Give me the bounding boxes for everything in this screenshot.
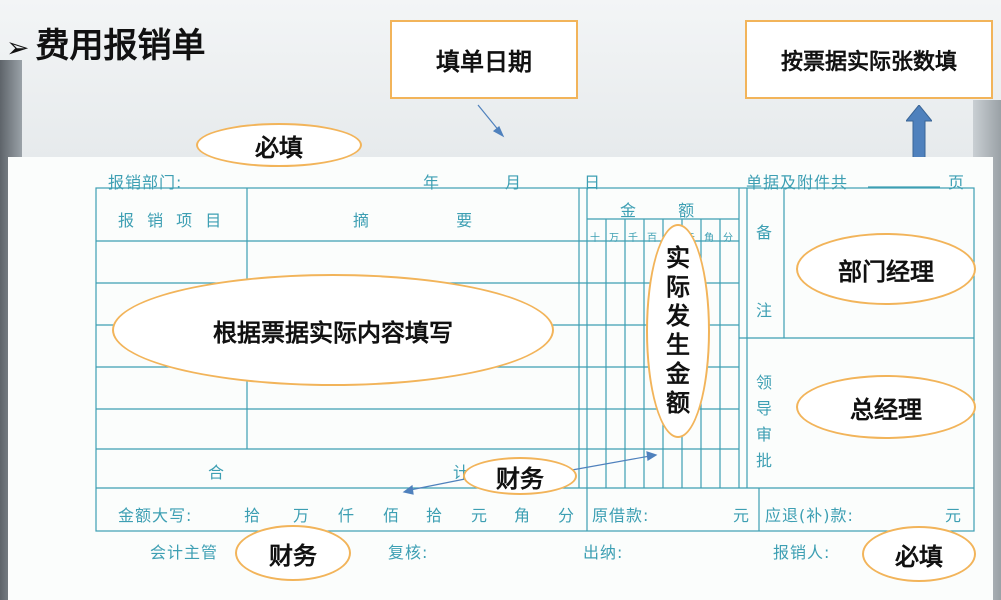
bullet-arrow-icon: ➢ bbox=[6, 31, 30, 64]
approval-label: 领 bbox=[756, 373, 774, 392]
approval-label: 批 bbox=[756, 451, 774, 470]
amount-words-unit: 角 bbox=[514, 506, 532, 525]
accounting-supervisor-label: 会计主管 bbox=[150, 543, 219, 562]
callout-content: 根据票据实际内容填写 bbox=[112, 274, 554, 386]
refund-label: 应退(补)款: bbox=[765, 506, 854, 525]
callout-required-top: 必填 bbox=[196, 123, 362, 167]
amount-words-unit: 元 bbox=[471, 506, 489, 525]
amount-words-label: 金额大写: bbox=[118, 506, 193, 525]
cashier-label: 出纳: bbox=[583, 543, 624, 562]
digit-header: 角 bbox=[704, 233, 715, 244]
amount-words-unit: 分 bbox=[558, 506, 576, 525]
expense-form: 报销部门: 年 月 日 单据及附件共 页 报 销 项 目 摘 要 金 额 十 万… bbox=[8, 157, 993, 600]
slide-title-text: 费用报销单 bbox=[35, 26, 206, 66]
amount-words-unit: 拾 bbox=[244, 506, 262, 525]
applicant-label: 报销人: bbox=[773, 543, 831, 562]
finance-pointer-arrow-right bbox=[571, 455, 651, 471]
approval-label: 审 bbox=[756, 425, 774, 444]
digit-header: 千 bbox=[628, 233, 639, 244]
slide-title: ➢费用报销单 bbox=[6, 18, 205, 67]
callout-fill-date: 填单日期 bbox=[390, 20, 578, 99]
loan-label: 原借款: bbox=[592, 506, 650, 525]
callout-attachments: 按票据实际张数填 bbox=[745, 20, 993, 99]
digit-header: 万 bbox=[609, 233, 620, 244]
finance-pointer-arrow-left-head bbox=[402, 484, 414, 495]
col-summary-header: 摘 要 bbox=[353, 211, 474, 230]
col-amount-header: 金 额 bbox=[620, 201, 696, 220]
remarks-label: 备 bbox=[756, 223, 774, 242]
date-pointer-arrow-head bbox=[492, 126, 505, 138]
digit-header: 十 bbox=[590, 233, 601, 244]
finance-pointer-arrow-right-head bbox=[646, 451, 658, 462]
callout-finance-mid: 财务 bbox=[463, 457, 577, 495]
digit-header: 百 bbox=[647, 233, 658, 244]
year-label: 年 bbox=[423, 173, 441, 192]
up-arrow-icon bbox=[906, 105, 932, 159]
finance-pointer-arrow-left bbox=[409, 478, 466, 491]
amount-words-unit: 拾 bbox=[426, 506, 444, 525]
callout-finance-bottom: 财务 bbox=[235, 525, 351, 581]
callout-required-bottom: 必填 bbox=[862, 526, 976, 582]
day-label: 日 bbox=[584, 173, 602, 192]
callout-actual-amount: 实 际 发 生 金 额 bbox=[646, 224, 710, 438]
date-pointer-arrow bbox=[477, 104, 501, 133]
callout-dept-manager: 部门经理 bbox=[796, 233, 976, 305]
review-label: 复核: bbox=[388, 543, 429, 562]
page-unit-label: 页 bbox=[948, 173, 966, 192]
amount-words-unit: 佰 bbox=[383, 506, 401, 525]
attachments-label: 单据及附件共 bbox=[746, 173, 849, 192]
total-label-left: 合 bbox=[208, 463, 226, 482]
callout-general-manager: 总经理 bbox=[796, 375, 976, 439]
dept-label: 报销部门: bbox=[108, 173, 183, 192]
col-item-header: 报 销 项 目 bbox=[118, 211, 226, 230]
refund-yuan: 元 bbox=[945, 506, 963, 525]
digit-header: 分 bbox=[723, 233, 734, 244]
month-label: 月 bbox=[505, 173, 523, 192]
amount-words-unit: 仟 bbox=[338, 506, 356, 525]
amount-words-unit: 万 bbox=[293, 506, 311, 525]
approval-label: 导 bbox=[756, 399, 774, 418]
loan-yuan: 元 bbox=[733, 506, 751, 525]
remarks-label: 注 bbox=[756, 301, 774, 320]
